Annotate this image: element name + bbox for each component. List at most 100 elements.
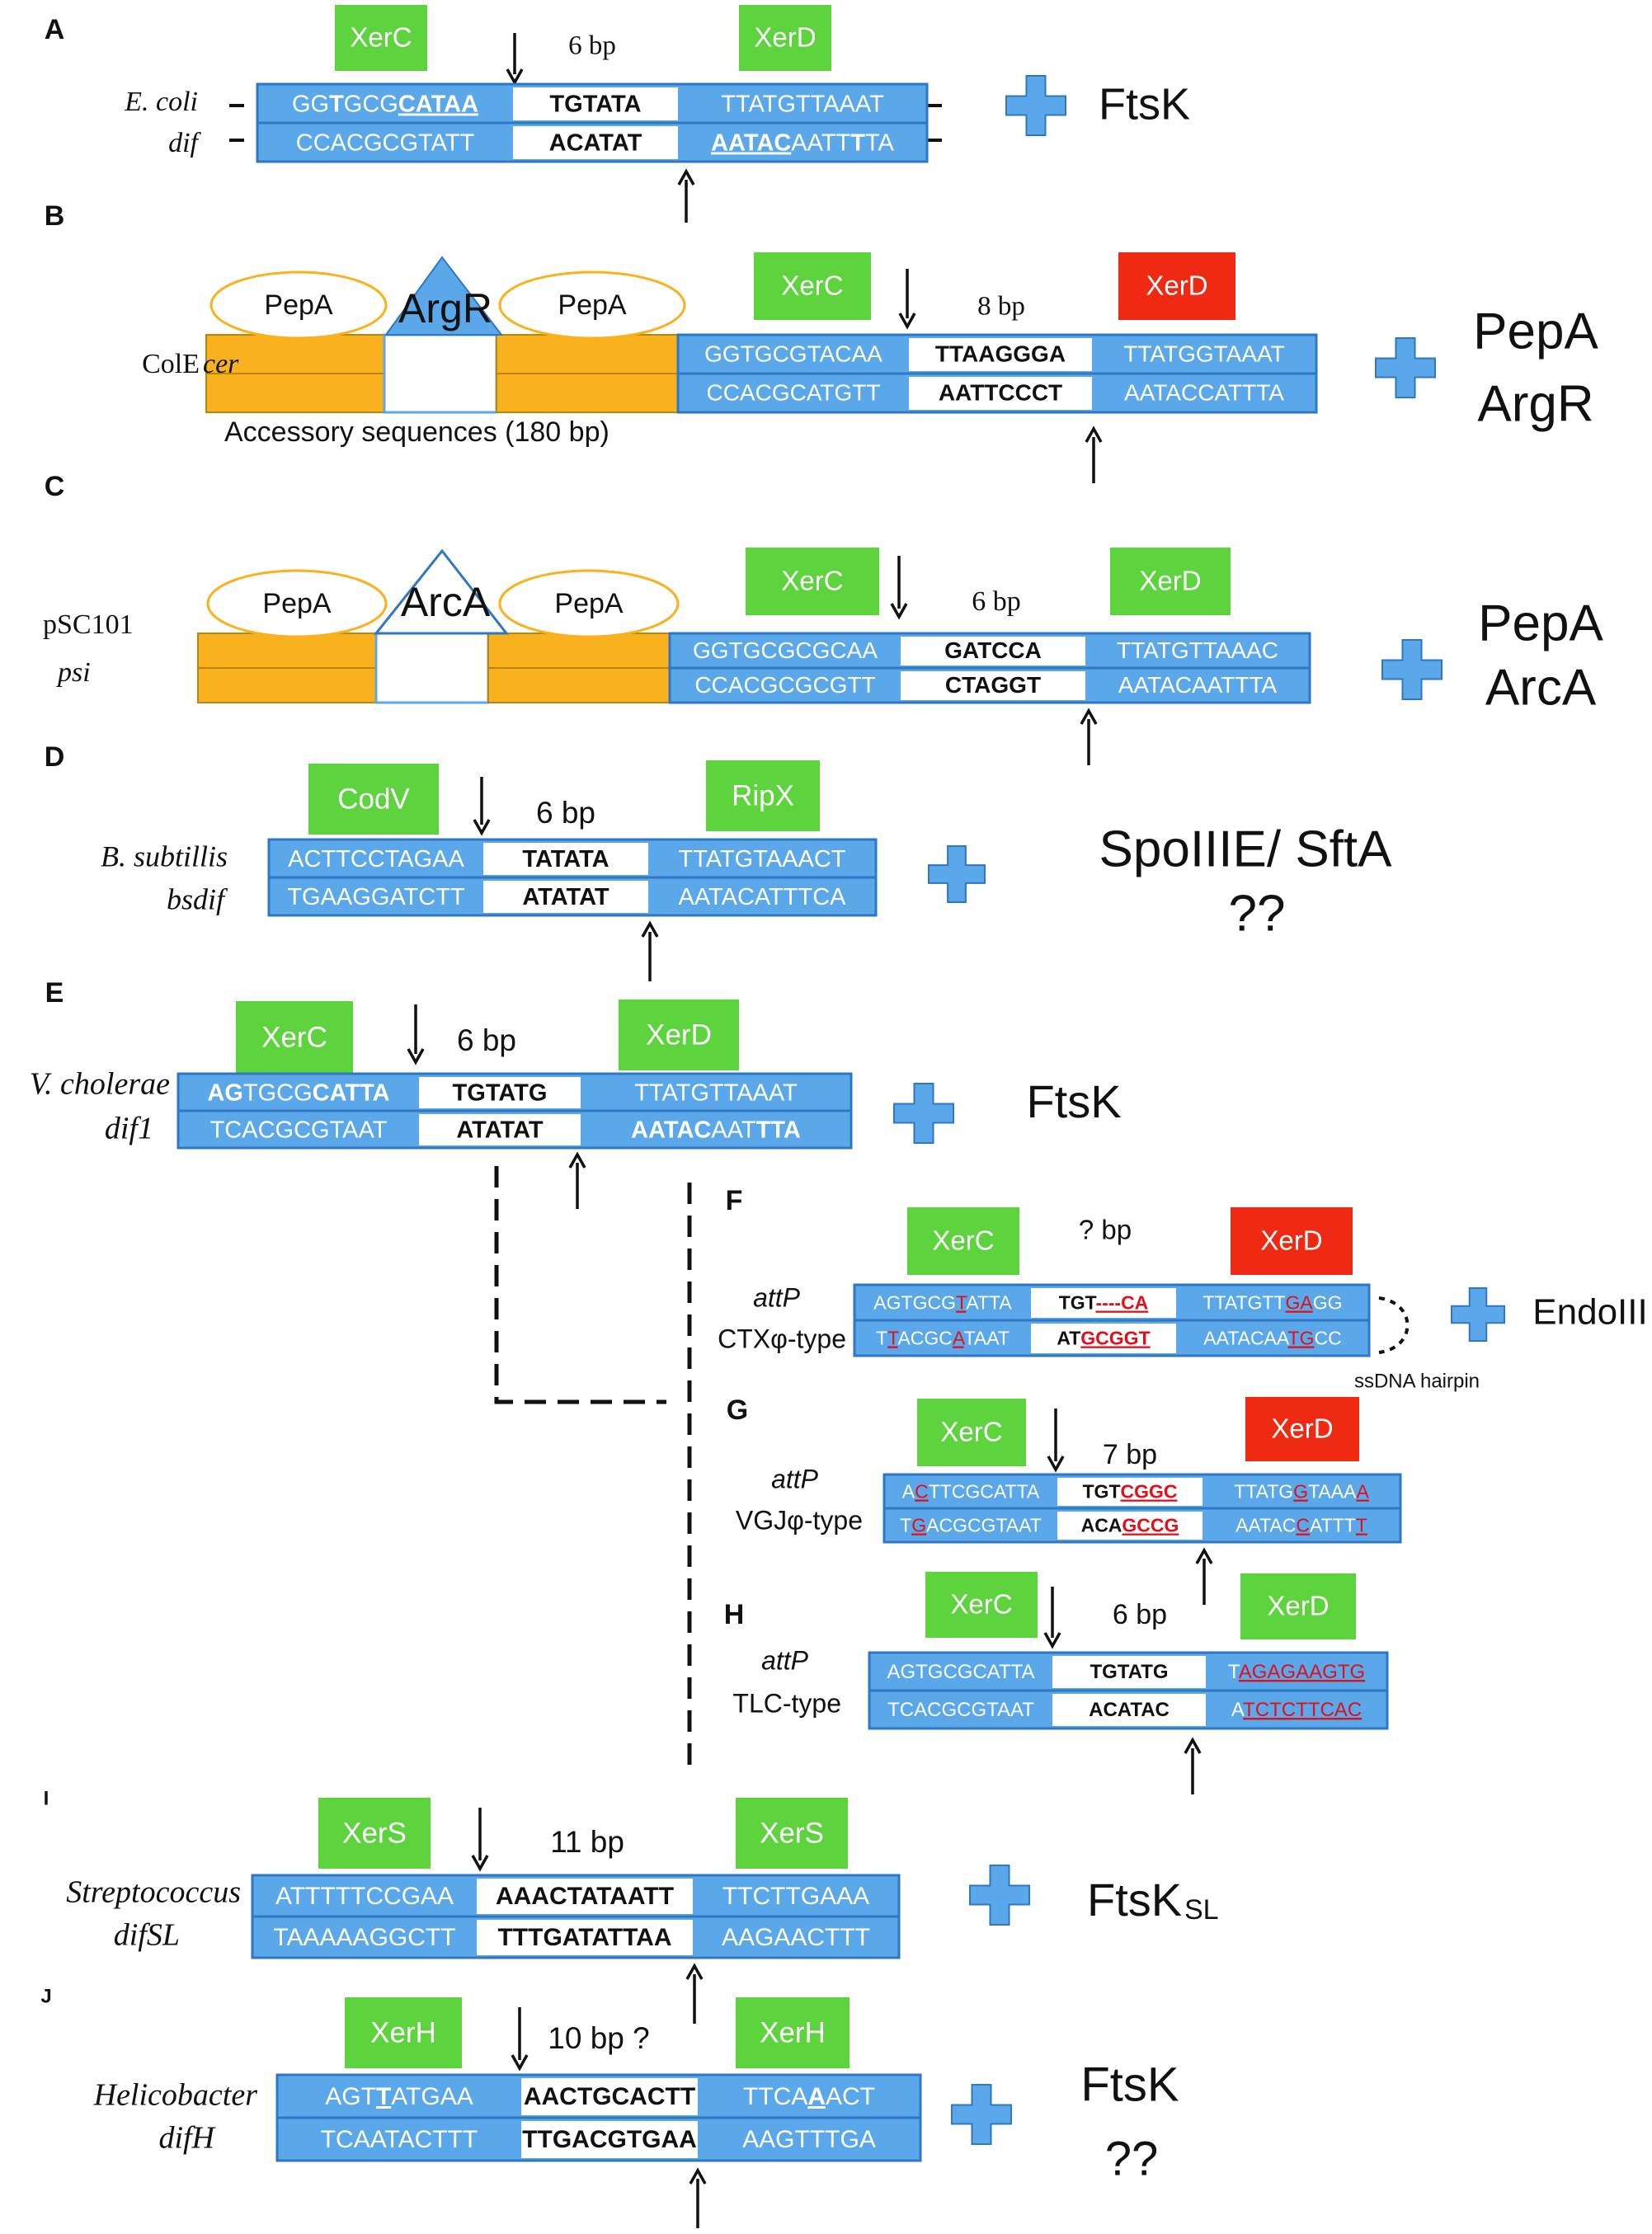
seq-top-right: TTCAAACT (743, 2083, 875, 2110)
spacer-box-top (901, 637, 1085, 665)
seq-bottom-spacer: CTAGGT (945, 672, 1041, 698)
seq-top-left-part: ATTA (966, 1292, 1012, 1314)
seq-top-right: TTATGTTAAAT (721, 91, 884, 117)
recombinase-box-label: XerD (1146, 270, 1207, 301)
seq-bottom-left-part: TAAAAAGGCTT (273, 1924, 455, 1951)
seq-bottom-right-part: AAGAACTTT (722, 1924, 870, 1951)
seq-bottom-right-part: AATACAATTTA (1118, 672, 1278, 698)
argr-protein (384, 256, 504, 336)
seq-bottom-right-part: TTA (756, 1117, 801, 1143)
recombinase-box-label: XerS (342, 1817, 407, 1849)
organism-name: ColE (142, 349, 200, 379)
seq-bottom-left: TCACGCGTAAT (210, 1117, 388, 1143)
cleavage-arrow-head (1080, 708, 1098, 725)
seq-bottom-right: AATACAATTTA (1118, 672, 1278, 698)
seq-bottom-spacer-part: GCCG (1122, 1515, 1179, 1536)
seq-top-left-part: AG (207, 1079, 243, 1106)
factor-subscript: SL (1184, 1894, 1219, 1926)
seq-bottom-spacer-part: ACATAC (1089, 1699, 1170, 1721)
recombinase-box (318, 1798, 431, 1869)
seq-top-right: TTATGTAAACT (679, 846, 846, 872)
seq-bottom-spacer: ACATAC (1089, 1699, 1170, 1721)
site-name: CTXφ-type (718, 1324, 846, 1353)
seq-bottom-spacer-part: TTGACGTGAA (522, 2126, 697, 2153)
organism-name: pSC101 (43, 609, 134, 640)
cleavage-arrow-head (568, 1151, 586, 1169)
recombinase-box-label: XerC (932, 1225, 994, 1256)
spacer-length: 6 bp (568, 31, 616, 61)
recombinase-box (739, 5, 831, 71)
panel-letter: B (45, 200, 65, 232)
seq-bottom-right-part: T (850, 129, 865, 156)
spacer-box-bottom (1052, 1694, 1206, 1726)
seq-top-left-part: ACTTCCTAGAA (288, 846, 464, 872)
seq-top-left-part: GCG (258, 1079, 313, 1106)
plus-icon (951, 2084, 1012, 2145)
seq-bottom-right: AATACCATTTT (1235, 1515, 1367, 1536)
seq-bottom-right-part: AAGTTTGA (742, 2126, 876, 2153)
seq-top-right-part: AGAG (1239, 1661, 1296, 1683)
seq-top-left-part: GGTGCGCGCAA (693, 637, 878, 663)
seq-bottom-left: TGAAGGATCTT (287, 884, 465, 910)
seq-top-left-part: CATTA (313, 1079, 390, 1106)
seq-top-spacer: AACTGCACTT (524, 2083, 695, 2110)
panel-letter: C (45, 471, 65, 502)
panel-letter: G (727, 1394, 748, 1426)
plus-icon (893, 1083, 954, 1144)
seq-bottom-right-part: C (1296, 1515, 1310, 1536)
seq-top-left-part: AGT (325, 2083, 376, 2110)
seq-bottom-left-part: TAAT (964, 1328, 1010, 1349)
recombinase-box-label: XerC (940, 1417, 1002, 1447)
seq-bottom-right-part: T (1356, 1515, 1367, 1536)
organism-name: V. cholerae (30, 1067, 170, 1102)
seq-top-left-part: ATGAA (391, 2083, 473, 2110)
seq-top-right-part: G (1293, 1481, 1308, 1503)
seq-top-right: TTATGGTAAAT (1123, 341, 1284, 367)
spacer-box-top (1057, 1478, 1203, 1506)
seq-bottom-right-part: AATAC (631, 1117, 711, 1143)
spacer-box-bottom (483, 881, 648, 913)
seq-bottom-left-part: CCACGCGTATT (296, 129, 475, 156)
spacer-box-bottom (513, 126, 678, 159)
seq-bottom-spacer-part: GCGGT (1080, 1328, 1150, 1349)
recombinase-box (706, 760, 820, 831)
seq-top-right-part: TTATGTAAACT (679, 846, 846, 872)
spacer-box-top (521, 2078, 698, 2115)
seq-bottom-spacer: TTTGATATTAA (497, 1924, 671, 1951)
panel-letter: E (45, 977, 64, 1009)
seq-bottom-right: AAGAACTTT (722, 1924, 870, 1951)
spacer-length: ? bp (1079, 1215, 1132, 1245)
seq-top-spacer-part: TATATA (522, 846, 609, 872)
cleavage-arrow-head (898, 313, 916, 330)
site-name: psi (56, 657, 91, 688)
pepa-label: PepA (262, 588, 331, 619)
recombinase-box-label: CodV (337, 783, 410, 815)
spacer-box-top (1052, 1656, 1206, 1688)
seq-bottom-right-part: AATACCATTTA (1124, 380, 1284, 406)
seq-top-left-part: ATTTTTCCGAA (275, 1883, 454, 1910)
recombinase-box-label: XerC (781, 270, 843, 301)
seq-bottom-spacer: TTGACGTGAA (522, 2126, 697, 2153)
seq-top-left-part: CATAA (398, 91, 478, 117)
seq-bottom-spacer: ATGCGGT (1057, 1328, 1150, 1349)
recombinase-box (1110, 548, 1231, 615)
seq-top-left-part: AGTGCGCATTA (887, 1661, 1034, 1683)
cleavage-arrow-head (1043, 1632, 1061, 1649)
accessory-factor: FtsK (1080, 2058, 1179, 2111)
seq-top-left-part: TTCGCATTA (929, 1481, 1040, 1503)
seq-bottom-right-part: AATAC (1235, 1515, 1296, 1536)
seq-bottom-left-part: TGAAGGATCTT (287, 884, 465, 910)
plus-icon (928, 845, 986, 903)
seq-top-right: TTATGTTAAAC (1117, 637, 1278, 663)
seq-bottom-right-part: TA (865, 129, 895, 156)
recombinase-box-label: XerD (1267, 1591, 1329, 1621)
recombinase-box-label: XerC (781, 566, 843, 596)
spacer-length: 10 bp ? (548, 2021, 649, 2055)
seq-bottom-right-part: TT (1296, 1699, 1320, 1721)
seq-bottom-spacer: ACATAT (549, 129, 642, 156)
site-name: difSL (114, 1918, 180, 1953)
seq-top-left-part: GG (292, 91, 329, 117)
seq-top-right-part: ACT (826, 2083, 875, 2110)
organism-name: attP (761, 1645, 809, 1675)
recombinase-box-label: XerD (646, 1018, 712, 1051)
